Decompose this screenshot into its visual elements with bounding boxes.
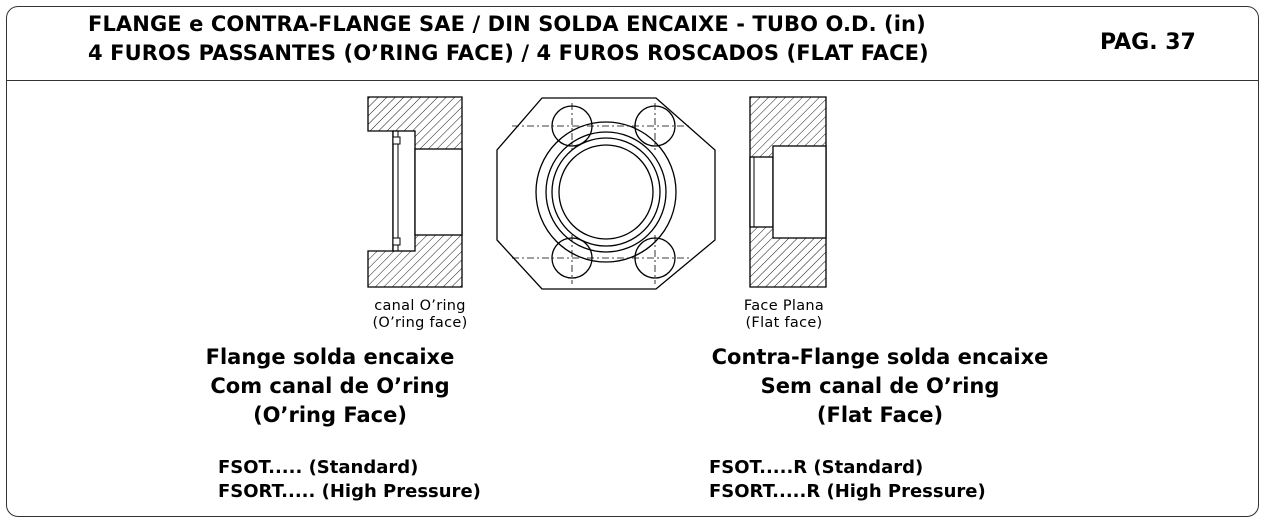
flange-codes: FSOT..... (Standard) FSORT..... (High Pr… — [218, 456, 481, 504]
oring-channel-caption: canal O’ring (O’ring face) — [358, 298, 482, 332]
flange-heading-line-2: Com canal de O’ring — [210, 374, 450, 398]
contra-code-high-pressure: FSORT.....R (High Pressure) — [709, 481, 986, 502]
flange-heading-line-3: (O’ring Face) — [253, 403, 407, 427]
contra-code-standard: FSOT.....R (Standard) — [709, 457, 924, 478]
flange-section-oring — [367, 96, 463, 288]
contra-flange-codes: FSOT.....R (Standard) FSORT.....R (High … — [709, 456, 986, 504]
flange-code-high-pressure: FSORT..... (High Pressure) — [218, 481, 481, 502]
contra-flange-description: Contra-Flange solda encaixe Sem canal de… — [690, 343, 1070, 430]
page-frame — [6, 6, 1259, 517]
flat-face-caption: Face Plana (Flat face) — [722, 298, 846, 332]
title-line-1: FLANGE e CONTRA-FLANGE SAE / DIN SOLDA E… — [88, 12, 926, 36]
title-line-2: 4 FUROS PASSANTES (O’RING FACE) / 4 FURO… — [88, 41, 929, 65]
header-divider — [6, 80, 1259, 81]
contra-heading-line-2: Sem canal de O’ring — [760, 374, 1000, 398]
oring-caption-line-2: (O’ring face) — [372, 315, 468, 331]
flat-caption-line-2: (Flat face) — [745, 315, 823, 331]
flange-front-view — [496, 97, 716, 290]
oring-caption-line-1: canal O’ring — [374, 298, 466, 314]
contra-heading-line-1: Contra-Flange solda encaixe — [711, 345, 1049, 369]
flange-description: Flange solda encaixe Com canal de O’ring… — [180, 343, 480, 430]
flat-caption-line-1: Face Plana — [743, 298, 825, 314]
page-number: PAG. 37 — [1100, 30, 1196, 55]
flange-code-standard: FSOT..... (Standard) — [218, 457, 419, 478]
contra-heading-line-3: (Flat Face) — [816, 403, 944, 427]
contra-flange-section-flat — [749, 96, 827, 288]
flange-heading-line-1: Flange solda encaixe — [205, 345, 455, 369]
